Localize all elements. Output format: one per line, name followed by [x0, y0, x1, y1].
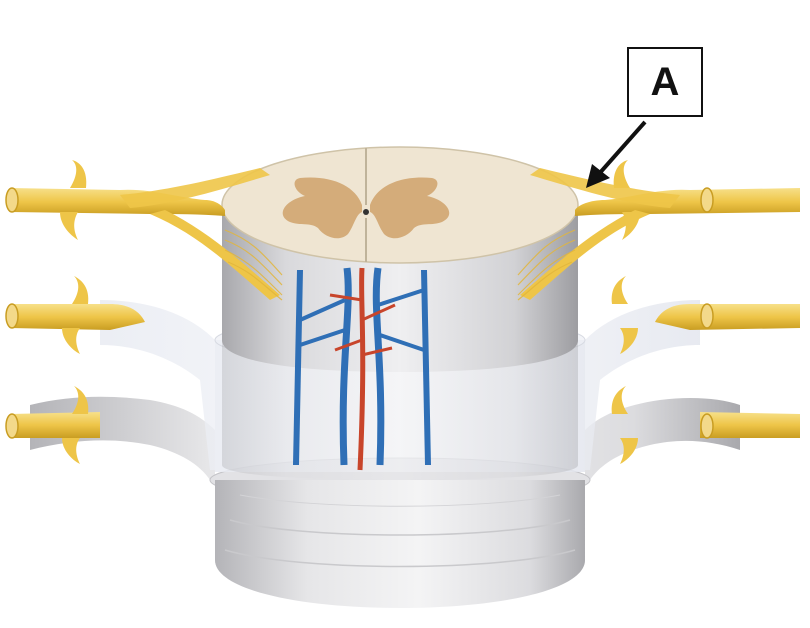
- spinal-cord: [221, 146, 579, 480]
- nerve-top-left: [5, 160, 280, 300]
- nerve-bottom-left: [5, 386, 100, 464]
- spinal-nerves: [5, 160, 800, 464]
- rootlets: [224, 229, 576, 301]
- label-a-arrow: [586, 120, 647, 188]
- label-a-box: A: [627, 47, 703, 117]
- blood-vessels: [293, 267, 431, 471]
- nerve-bottom-right: [611, 386, 800, 464]
- nerve-middle-left: [5, 276, 145, 354]
- nerve-middle-right: [611, 276, 800, 354]
- label-a-text: A: [650, 59, 680, 104]
- nerve-top-right: [520, 160, 800, 300]
